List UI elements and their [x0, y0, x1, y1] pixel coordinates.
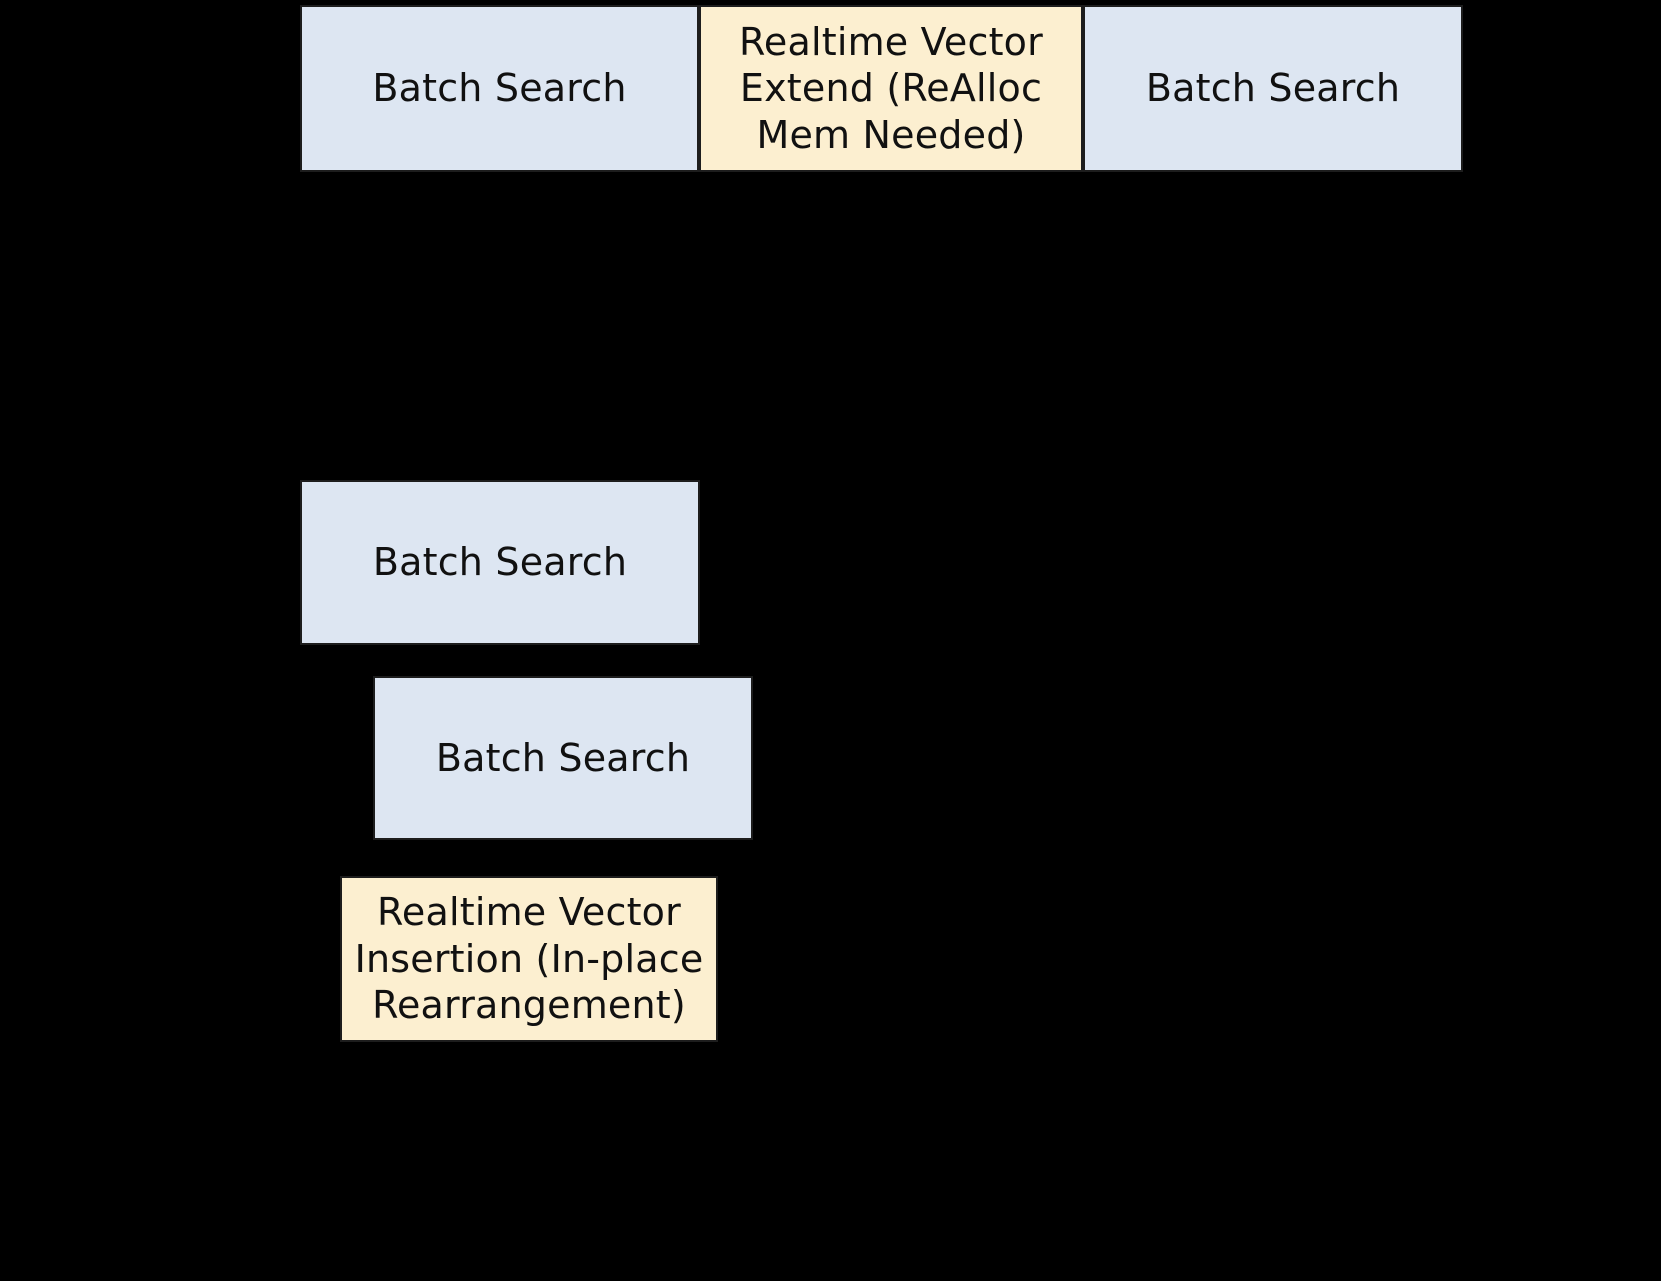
- block-label: Batch Search: [372, 540, 628, 585]
- batch-search-block-1-0: Batch Search: [300, 480, 700, 645]
- block-label: Batch Search: [372, 66, 627, 111]
- block-label: Realtime Vector Extend (ReAlloc Mem Need…: [739, 19, 1043, 157]
- block-label: Batch Search: [1145, 66, 1401, 111]
- batch-search-block-0-2: Batch Search: [1083, 5, 1463, 172]
- block-label: Batch Search: [435, 735, 691, 780]
- batch-search-block-0-0: Batch Search: [300, 5, 699, 172]
- block-label: Realtime Vector Insertion (In-place Rear…: [354, 890, 704, 1028]
- realtime-block-1-2: Realtime Vector Insertion (In-place Rear…: [340, 876, 718, 1042]
- batch-search-block-1-1: Batch Search: [373, 676, 753, 840]
- realtime-block-0-1: Realtime Vector Extend (ReAlloc Mem Need…: [699, 5, 1083, 172]
